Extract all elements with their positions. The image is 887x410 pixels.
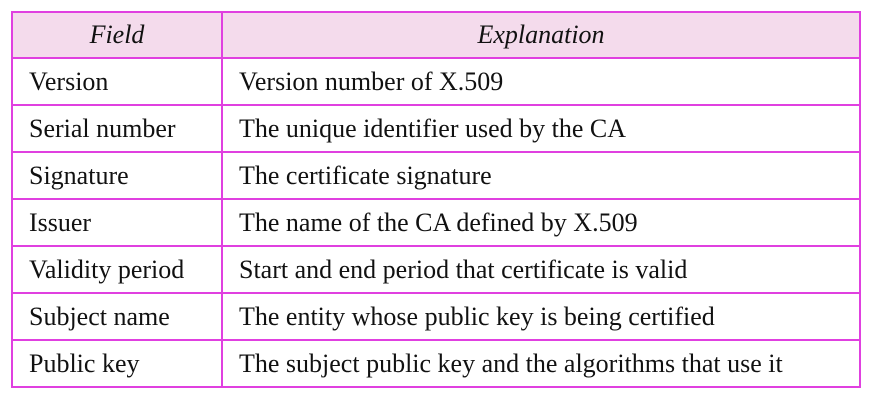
table-row: Serial number The unique identifier used… (11, 104, 861, 153)
certificate-fields-table: Field Explanation Version Version number… (11, 11, 861, 388)
table-row: Signature The certificate signature (11, 151, 861, 200)
explanation-cell: The name of the CA defined by X.509 (221, 198, 861, 247)
table-row: Version Version number of X.509 (11, 57, 861, 106)
field-cell: Version (11, 57, 223, 106)
explanation-cell: Version number of X.509 (221, 57, 861, 106)
table-row: Validity period Start and end period tha… (11, 245, 861, 294)
field-cell: Validity period (11, 245, 223, 294)
explanation-cell: The unique identifier used by the CA (221, 104, 861, 153)
field-cell: Signature (11, 151, 223, 200)
explanation-cell: The entity whose public key is being cer… (221, 292, 861, 341)
explanation-cell: Start and end period that certificate is… (221, 245, 861, 294)
explanation-cell: The subject public key and the algorithm… (221, 339, 861, 388)
explanation-cell: The certificate signature (221, 151, 861, 200)
field-cell: Serial number (11, 104, 223, 153)
field-cell: Subject name (11, 292, 223, 341)
table-row: Subject name The entity whose public key… (11, 292, 861, 341)
header-field: Field (11, 11, 223, 59)
table-row: Public key The subject public key and th… (11, 339, 861, 388)
table-header: Field Explanation (11, 11, 861, 59)
header-explanation: Explanation (221, 11, 861, 59)
field-cell: Public key (11, 339, 223, 388)
field-cell: Issuer (11, 198, 223, 247)
table-body: Version Version number of X.509 Serial n… (11, 57, 861, 388)
table-row: Issuer The name of the CA defined by X.5… (11, 198, 861, 247)
certificate-fields-table-container: Field Explanation Version Version number… (11, 11, 861, 388)
header-row: Field Explanation (11, 11, 861, 59)
